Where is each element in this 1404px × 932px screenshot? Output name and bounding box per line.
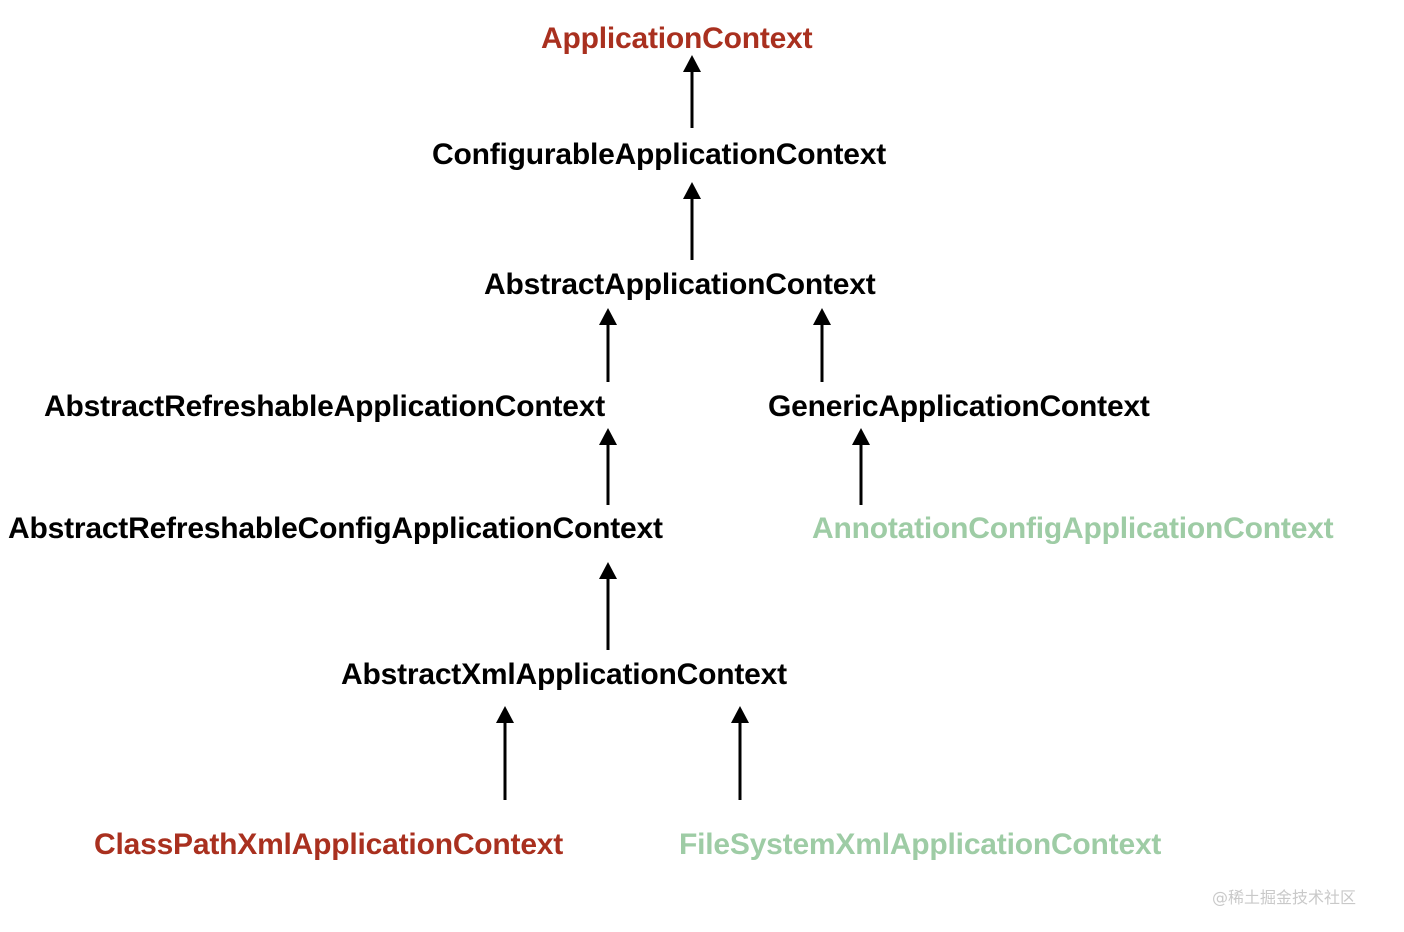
generalization-arrow bbox=[495, 706, 515, 800]
generalization-arrow bbox=[682, 55, 702, 128]
class-node-application-context[interactable]: ApplicationContext bbox=[541, 22, 813, 55]
generalization-arrow bbox=[598, 562, 618, 650]
generalization-arrow bbox=[812, 308, 832, 382]
generalization-arrow bbox=[598, 308, 618, 382]
class-node-abstract-application-context[interactable]: AbstractApplicationContext bbox=[484, 268, 876, 301]
class-node-abstract-xml-application-context[interactable]: AbstractXmlApplicationContext bbox=[341, 658, 787, 691]
class-node-configurable-application-context[interactable]: ConfigurableApplicationContext bbox=[432, 138, 886, 171]
class-node-classpath-xml-application-context[interactable]: ClassPathXmlApplicationContext bbox=[94, 828, 564, 861]
generalization-arrow bbox=[682, 182, 702, 260]
generalization-arrow bbox=[730, 706, 750, 800]
class-node-filesystem-xml-application-context[interactable]: FileSystemXmlApplicationContext bbox=[679, 828, 1162, 861]
class-node-abstract-refreshable-config-application-context[interactable]: AbstractRefreshableConfigApplicationCont… bbox=[8, 512, 663, 545]
watermark: @稀土掘金技术社区 bbox=[1212, 888, 1357, 907]
class-node-abstract-refreshable-application-context[interactable]: AbstractRefreshableApplicationContext bbox=[44, 390, 606, 423]
generalization-arrow bbox=[851, 428, 871, 505]
generalization-arrow bbox=[598, 428, 618, 505]
class-node-annotation-config-application-context[interactable]: AnnotationConfigApplicationContext bbox=[812, 512, 1334, 545]
class-node-generic-application-context[interactable]: GenericApplicationContext bbox=[768, 390, 1150, 423]
